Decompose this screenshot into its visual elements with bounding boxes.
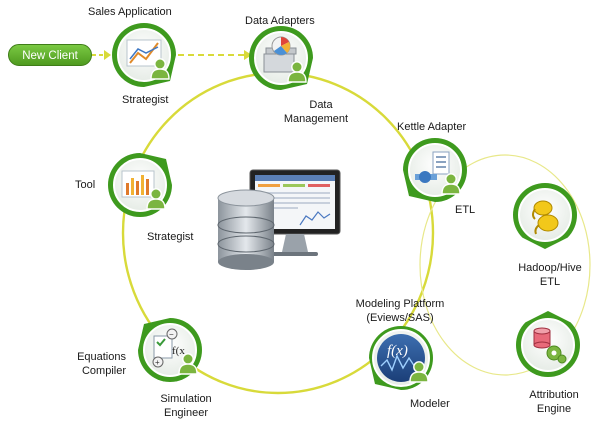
modeling-platform-role: Modeler [410, 398, 450, 410]
data-adapters-role-line1: Data [309, 99, 333, 111]
server-stack-icon [263, 36, 297, 73]
calculator-icon: + − f(x [152, 328, 185, 368]
data-adapters-node[interactable] [249, 26, 313, 90]
data-adapters-title: Data Adapters [245, 15, 315, 27]
bar-chart-icon [121, 170, 155, 198]
attribution-engine-node[interactable] [516, 311, 580, 378]
new-client-button[interactable]: New Client [8, 44, 92, 66]
modeling-platform-node[interactable]: f(x) [369, 326, 433, 390]
hadoop-line2: ETL [539, 276, 561, 288]
data-pipe-icon [415, 151, 450, 183]
hadoop-hive-node[interactable] [513, 182, 577, 249]
secondary-cycle-ring [419, 154, 591, 376]
elephant-icon [532, 200, 559, 235]
modeling-platform-title-line1: Modeling Platform [355, 298, 445, 310]
tool-role: Strategist [147, 231, 194, 243]
attribution-engine-line1: Attribution [529, 389, 579, 401]
kettle-adapter-node[interactable] [403, 138, 467, 202]
hadoop-line1: Hadoop/Hive [518, 262, 582, 274]
equations-compiler-role-line2: Engineer [163, 407, 209, 419]
equations-compiler-role-line1: Simulation [160, 393, 212, 405]
svg-text:+: + [155, 358, 160, 367]
svg-text:−: − [169, 330, 174, 339]
sales-application-title: Sales Application [88, 6, 172, 18]
new-client-arrow [92, 50, 111, 60]
data-adapters-role-line2: Management [283, 113, 349, 125]
fx-wave-icon: f(x) [377, 334, 425, 382]
equations-compiler-node[interactable]: + − f(x [138, 318, 202, 382]
attribution-engine-line2: Engine [536, 403, 572, 415]
modeling-platform-title-line2: (Eviews/SAS) [366, 312, 434, 324]
svg-text:f(x: f(x [172, 345, 185, 357]
equations-compiler-title-line2: Compiler [81, 365, 126, 377]
database-monitor-icon [217, 169, 341, 270]
tool-title: Tool [75, 179, 96, 191]
tool-node[interactable] [108, 153, 172, 217]
svg-text:f(x): f(x) [387, 343, 408, 359]
gear-database-icon [533, 327, 567, 364]
kettle-adapter-role: ETL [455, 204, 476, 216]
sales-application-role: Strategist [122, 94, 169, 106]
sales-application-node[interactable] [112, 23, 176, 87]
sales-to-adapters-arrow [178, 50, 252, 60]
equations-compiler-title-line1: Equations [77, 351, 126, 363]
kettle-adapter-title: Kettle Adapter [397, 121, 467, 133]
